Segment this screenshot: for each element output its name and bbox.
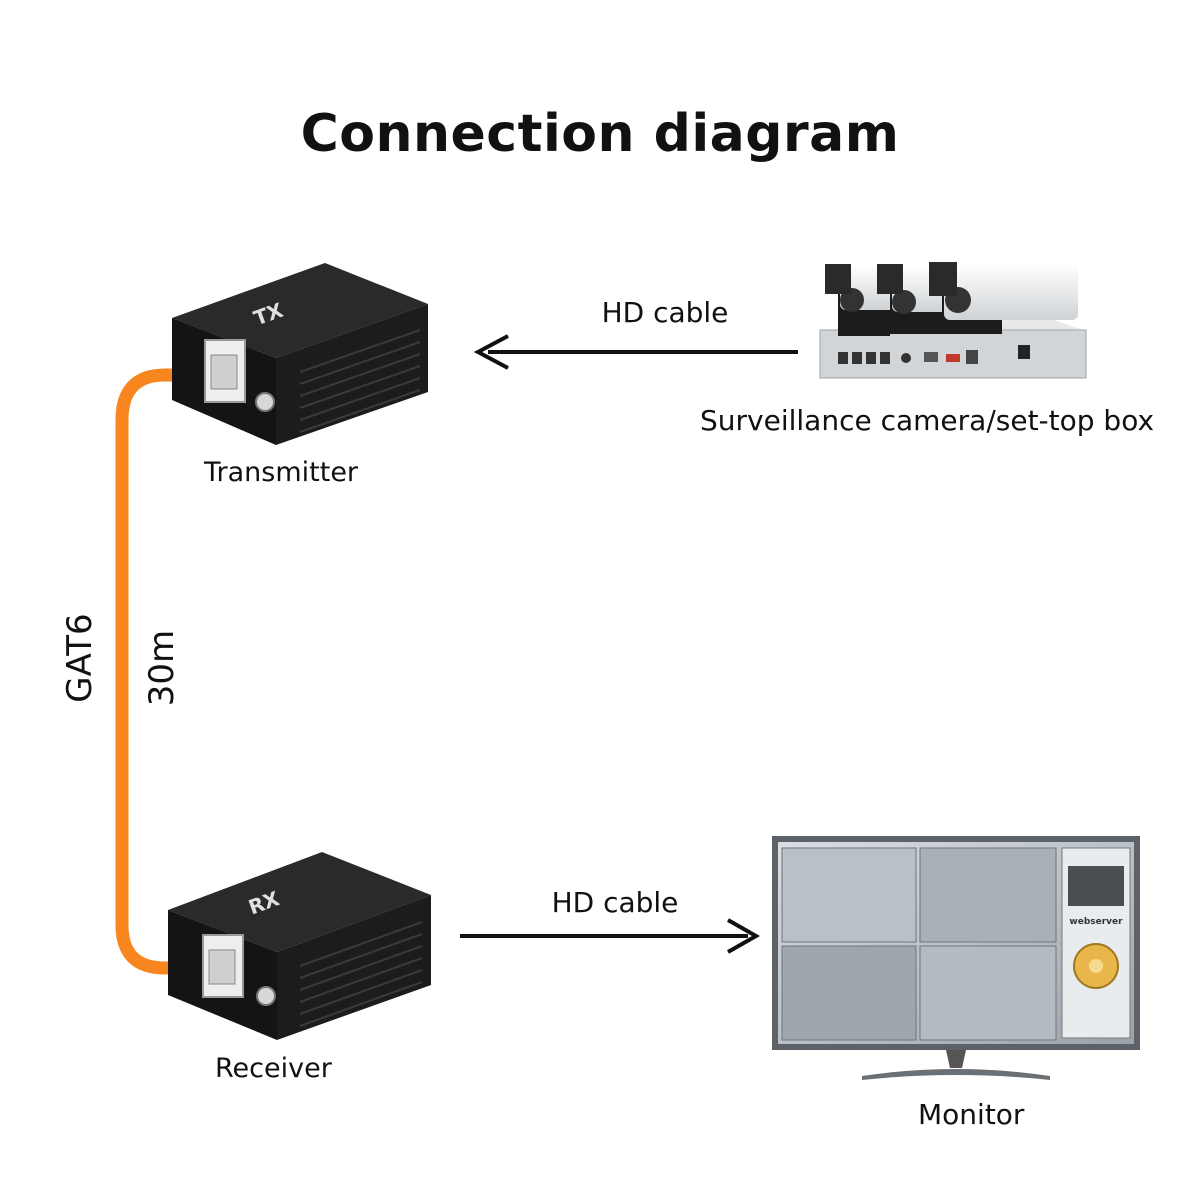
transmitter-label: Transmitter bbox=[204, 457, 359, 488]
cable-type-label: GAT6 bbox=[60, 613, 100, 703]
monitor-device: webserver bbox=[772, 836, 1140, 1080]
receiver-label: Receiver bbox=[215, 1053, 332, 1084]
monitor-panel-text: webserver bbox=[1069, 917, 1123, 927]
cable-length-label: 30m bbox=[142, 629, 182, 707]
monitor-label: Monitor bbox=[918, 1098, 1025, 1131]
source-label: Surveillance camera/set-top box bbox=[700, 404, 1155, 437]
transmitter-device: TX bbox=[172, 263, 428, 445]
hd-cable-arrow-bottom bbox=[460, 918, 761, 954]
page-title: Connection diagram bbox=[300, 104, 900, 164]
gat6-cable bbox=[115, 368, 212, 975]
hd-cable-label-bottom: HD cable bbox=[551, 886, 679, 919]
hd-cable-arrow-top bbox=[473, 334, 798, 370]
surveillance-camera-nvr bbox=[819, 262, 1087, 379]
receiver-device: RX bbox=[168, 852, 431, 1040]
hd-cable-label-top: HD cable bbox=[601, 296, 729, 329]
